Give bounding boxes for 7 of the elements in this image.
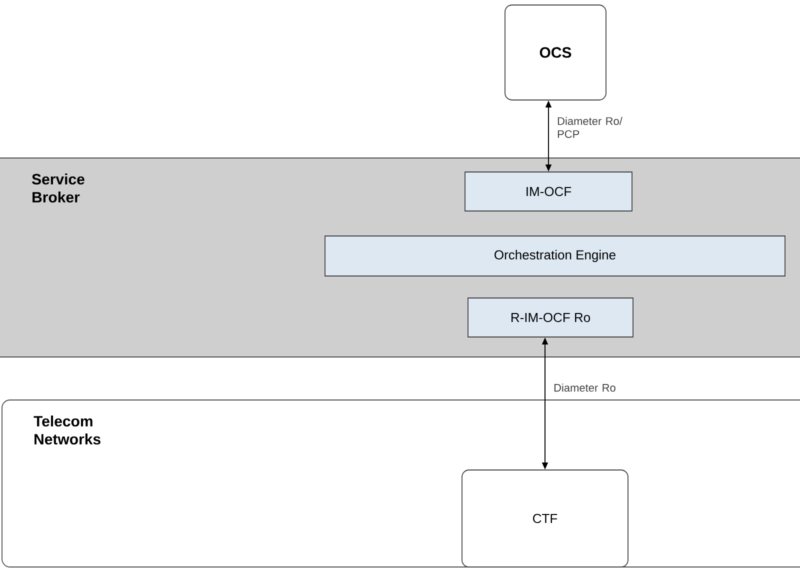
component-box: R-IM-OCF Ro — [468, 298, 634, 338]
edge-label: Diameter Ro/ PCP — [558, 116, 622, 138]
system-box: OCS — [504, 4, 606, 100]
component-box: IM-OCF — [464, 172, 632, 212]
edge-label: Diameter Ro — [554, 384, 616, 392]
system-box: CTF — [462, 470, 628, 568]
component-box: Orchestration Engine — [324, 236, 786, 276]
